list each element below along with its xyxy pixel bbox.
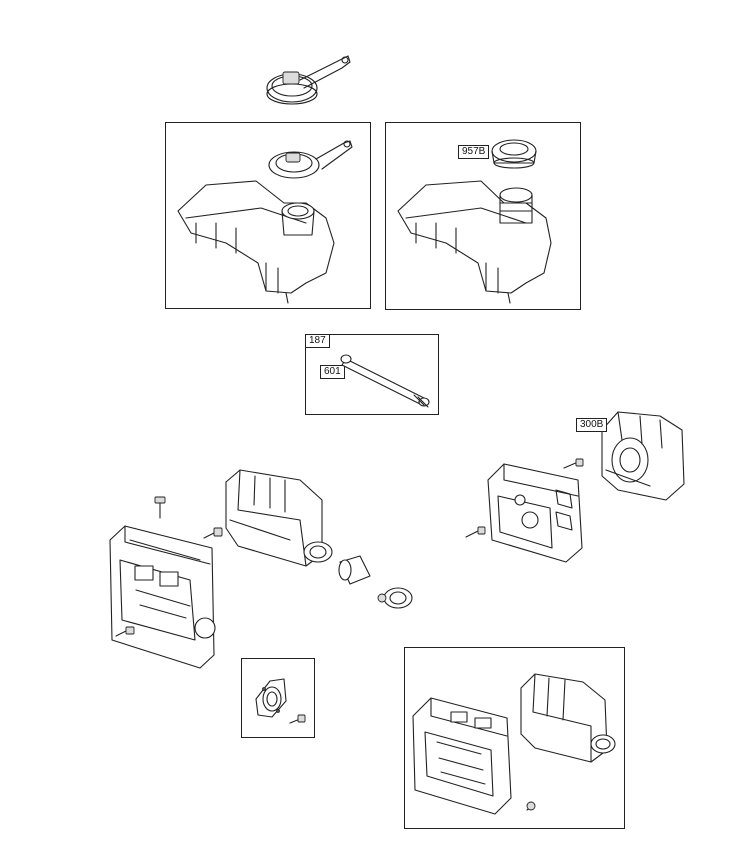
callout-957b: 957B <box>458 145 490 159</box>
callout-601: 601 <box>320 365 345 379</box>
muffler-icon <box>520 673 616 763</box>
muffler-guard-icon <box>412 697 512 815</box>
muffler-assembly-panel <box>404 647 625 829</box>
callout-300b: 300B <box>576 418 608 432</box>
screw-icon <box>526 801 536 811</box>
fuel-tank-icon <box>397 180 552 304</box>
gasket-icon <box>255 678 287 718</box>
screw-icon <box>289 714 306 724</box>
fuel-tank-panel-left <box>165 122 371 309</box>
fuel-cap-with-tether-icon <box>268 140 353 179</box>
fuel-tube-icon <box>340 354 430 408</box>
fuel-tank-panel-right: 957B <box>385 122 581 310</box>
gasket-panel <box>241 658 315 738</box>
fuel-tank-icon <box>177 180 335 304</box>
fuel-cap-icon <box>491 139 537 169</box>
callout-187: 187 <box>305 334 330 348</box>
fuel-tube-panel: 187 601 <box>305 334 439 415</box>
